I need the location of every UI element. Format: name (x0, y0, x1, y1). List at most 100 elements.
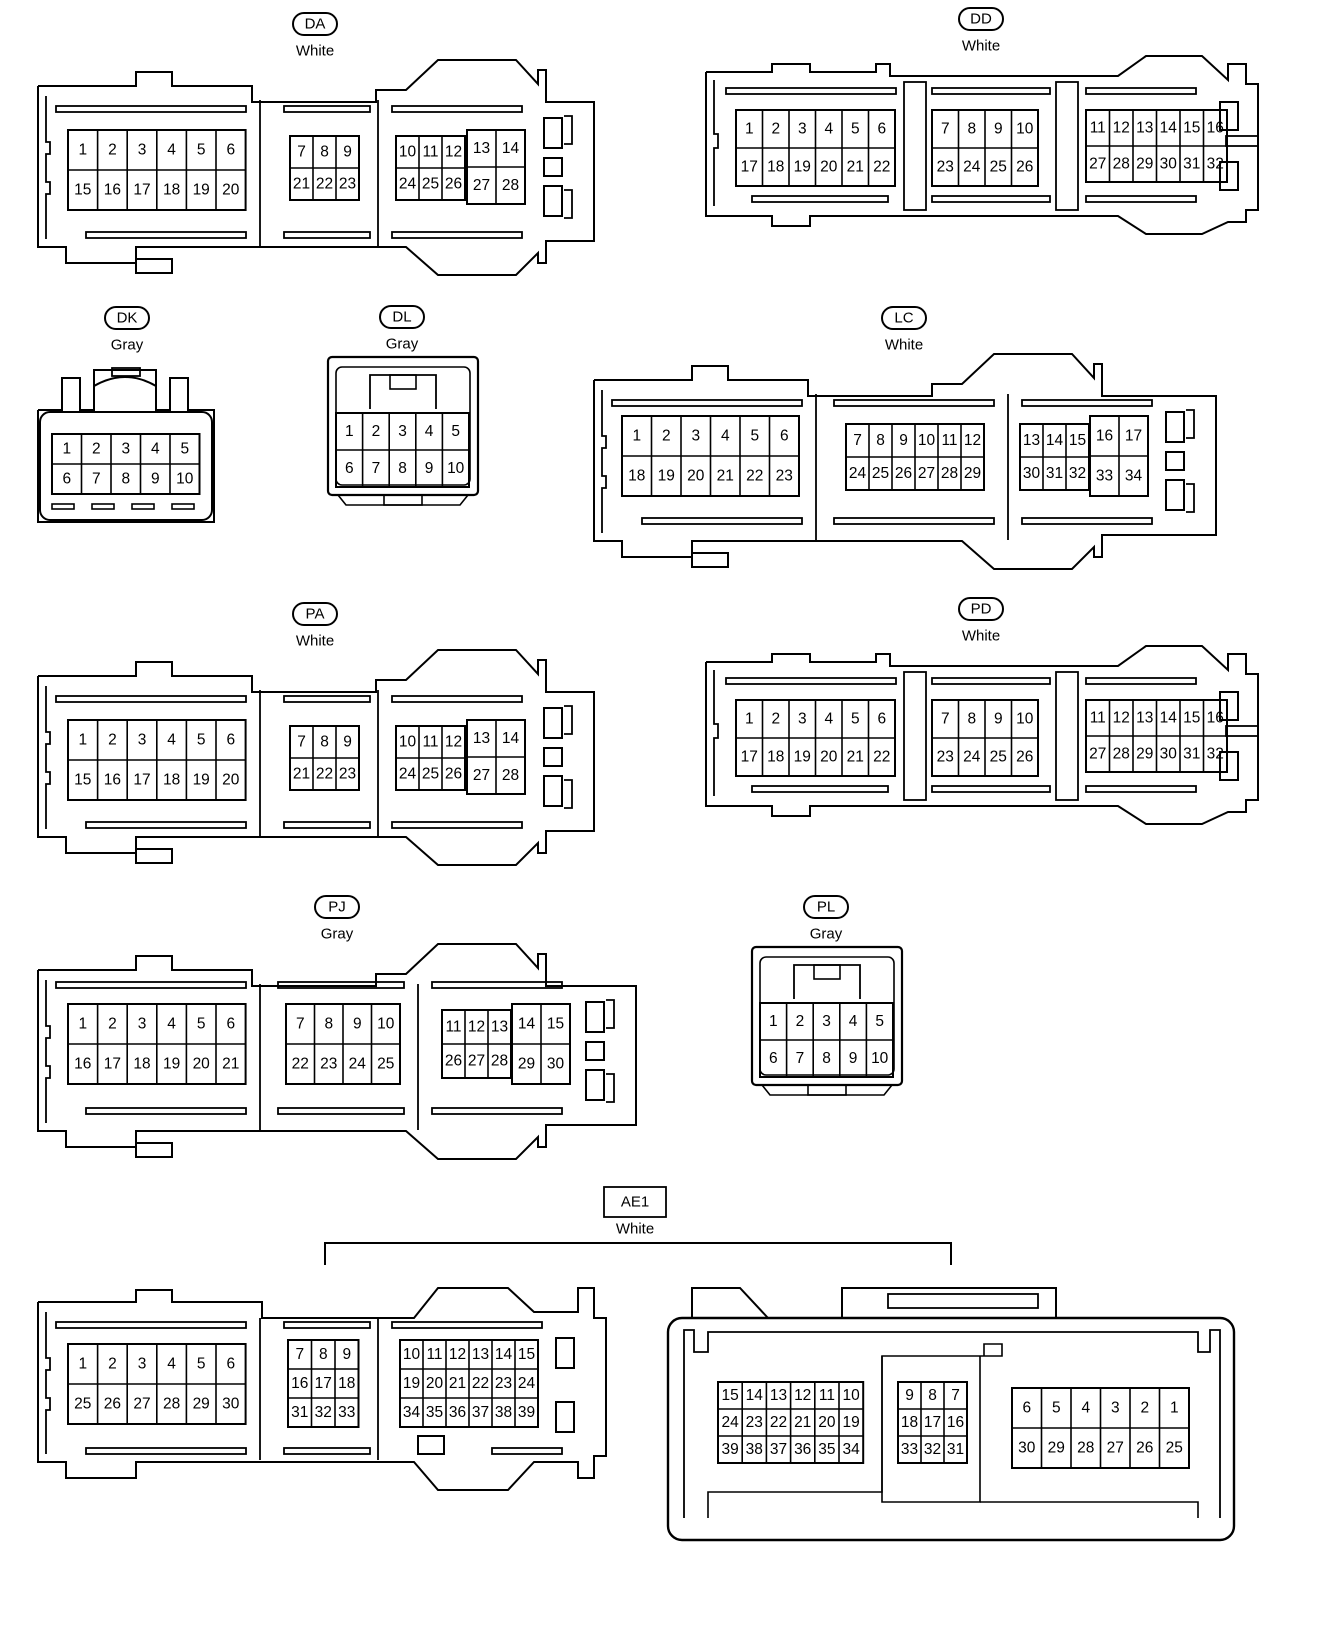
pin-number: 24 (349, 1056, 367, 1073)
pin-number: 8 (928, 1387, 937, 1404)
connector-tag-outline (379, 305, 425, 329)
pin-number: 11 (422, 734, 438, 751)
connector-id: PD (971, 601, 992, 618)
housing-outline (564, 779, 573, 809)
pin-number: 18 (767, 749, 784, 766)
pin-number: 3 (691, 428, 700, 445)
connector-color: White (962, 38, 1000, 55)
latch-tab (383, 494, 423, 506)
pin-number: 20 (687, 468, 705, 485)
pin-number: 28 (1113, 156, 1130, 173)
pin-number: 37 (770, 1441, 787, 1458)
connector-color: Gray (111, 337, 144, 354)
pin-number: 29 (1048, 1440, 1065, 1457)
pin-number: 38 (495, 1404, 512, 1421)
latch-slot (85, 231, 247, 239)
pin-number: 31 (947, 1441, 964, 1458)
pin-number: 1 (62, 441, 71, 458)
pin-number: 5 (180, 441, 189, 458)
pin-number: 20 (818, 1414, 836, 1431)
pin-number: 6 (226, 1016, 235, 1033)
pin-number: 17 (924, 1414, 941, 1431)
pin-number: 21 (717, 468, 734, 485)
pin-number: 23 (937, 749, 954, 766)
pin-number: 32 (1069, 465, 1086, 482)
pin-number: 17 (133, 182, 150, 199)
pin-number: 11 (422, 144, 438, 161)
housing-outline (705, 55, 1259, 235)
pin-number: 1 (78, 1016, 87, 1033)
latch-slot (391, 231, 523, 239)
pin-number: 2 (771, 711, 780, 728)
pin-number: 22 (472, 1375, 489, 1392)
latch-slot (277, 981, 405, 989)
pin-number: 24 (721, 1414, 739, 1431)
pin-number: 4 (167, 142, 176, 159)
pin-number: 22 (316, 766, 333, 783)
pin-number: 16 (104, 772, 121, 789)
pin-number: 5 (851, 711, 860, 728)
latch-tab (111, 367, 141, 377)
pin-number: 15 (1069, 432, 1086, 449)
pin-number: 2 (108, 142, 117, 159)
pin-number: 30 (547, 1056, 565, 1073)
pin-number: 17 (741, 749, 758, 766)
pin-number: 14 (1160, 710, 1178, 727)
pin-number: 3 (398, 423, 407, 440)
pin-number: 27 (473, 767, 490, 784)
latch-slot (283, 231, 371, 239)
housing-outline (45, 980, 51, 1123)
pin-number: 22 (746, 468, 763, 485)
pin-number: 27 (1107, 1440, 1124, 1457)
pin-number: 15 (1183, 120, 1200, 137)
connector-color: White (616, 1221, 654, 1238)
housing-outline (683, 1329, 1221, 1518)
connector-tag-outline (958, 7, 1004, 31)
cavity-block (287, 1339, 360, 1428)
latch-slot (55, 1321, 247, 1329)
pin-number: 12 (445, 734, 462, 751)
pin-number: 24 (849, 465, 867, 482)
pin-number: 13 (1136, 710, 1153, 727)
pin-number: 10 (871, 1050, 889, 1067)
pin-number: 1 (78, 732, 87, 749)
pin-number: 2 (108, 1356, 117, 1373)
pin-number: 25 (990, 159, 1007, 176)
pin-number: 11 (819, 1387, 835, 1404)
housing-outline (980, 1501, 1199, 1518)
pin-number: 31 (291, 1404, 308, 1421)
pin-number: 26 (445, 766, 462, 783)
pin-number: 6 (780, 428, 789, 445)
lock-window (543, 117, 563, 149)
housing-outline (37, 649, 595, 866)
housing-outline (45, 686, 51, 829)
latch-slot (85, 1107, 247, 1115)
latch-slot (391, 1321, 543, 1329)
pin-number: 14 (518, 1016, 536, 1033)
pin-number: 13 (491, 1019, 508, 1036)
housing-outline (793, 964, 861, 999)
latch-slot (131, 503, 155, 510)
pin-number: 11 (1090, 120, 1106, 137)
pin-number: 5 (197, 1356, 206, 1373)
lock-window (543, 157, 563, 177)
pin-number: 3 (138, 1356, 147, 1373)
pin-number: 24 (963, 749, 981, 766)
latch-slot (641, 517, 803, 525)
latch-slot (55, 695, 247, 703)
pin-number: 15 (721, 1387, 738, 1404)
housing-outline (691, 1287, 769, 1319)
pin-number: 6 (877, 711, 886, 728)
pin-number: 19 (163, 1056, 180, 1073)
pin-number: 27 (468, 1053, 485, 1070)
pin-number: 27 (1089, 156, 1106, 173)
